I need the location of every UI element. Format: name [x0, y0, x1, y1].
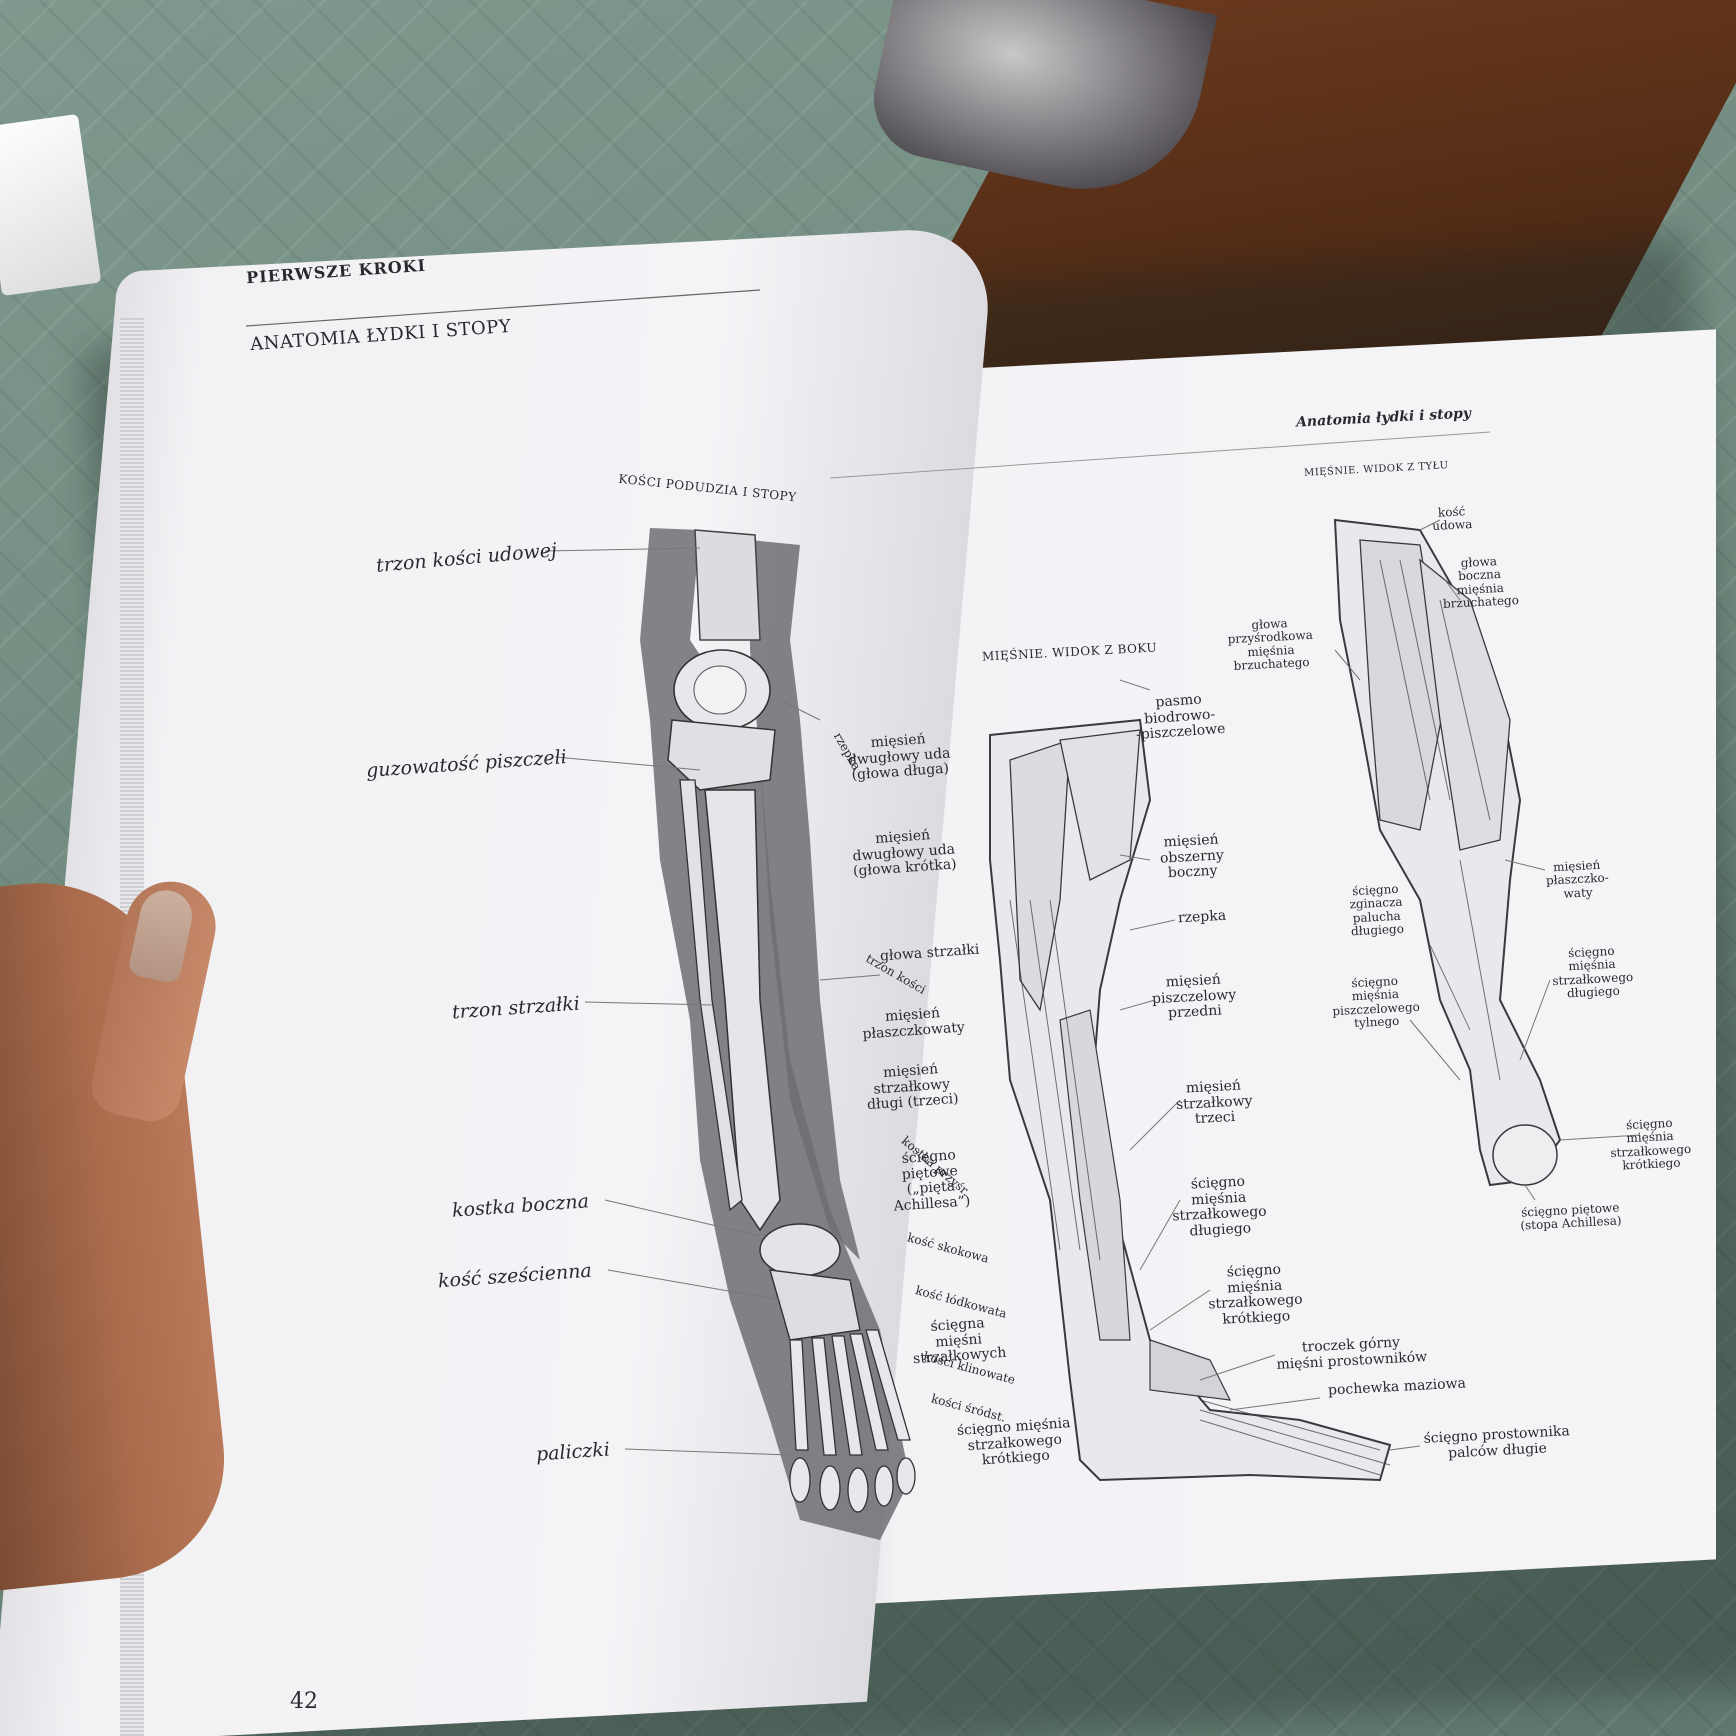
- label-glowa-boczna: głowa boczna mięśnia brzuchatego: [1442, 554, 1520, 612]
- bone-figure: [640, 528, 916, 1540]
- label-obszerny: mięsień obszerny boczny: [1159, 831, 1225, 882]
- label-strzalkowego-dlugiego: ścięgno mięśnia strzałkowego długiego: [1552, 943, 1634, 1001]
- label-strzalkowy-trzeci: mięsień strzałkowy trzeci: [1175, 1077, 1253, 1128]
- label-rzepka-side: rzepka: [1177, 907, 1227, 927]
- label-pietowe-back: ścięgno piętowe (stopa Achillesa): [1520, 1200, 1622, 1234]
- page-number: 42: [290, 1689, 318, 1714]
- label-pasmo: pasmo biodrowo- -piszczelowe: [1135, 691, 1226, 744]
- leader-lines: [544, 519, 1641, 1456]
- back-muscles-figure: [1333, 518, 1562, 1187]
- label-plaszczkowaty-back: mięsień płaszczko- waty: [1545, 857, 1610, 901]
- label-dwuglowy-krotka: mięsień dwugłowy uda (głowa krótka): [852, 827, 958, 880]
- label-strzalkowego-krotkiego: ścięgno mięśnia strzałkowego krótkiego: [1610, 1115, 1692, 1173]
- label-sciegno-strzalkowego: ścięgno mięśnia strzałkowego krótkiego: [956, 1415, 1071, 1469]
- side-muscles-figure: [989, 718, 1392, 1482]
- label-sciegno-dlugiego: ścięgno mięśnia strzałkowego długiego: [1172, 1173, 1268, 1240]
- label-kosc-udowa: kość udowa: [1431, 504, 1473, 534]
- label-strzalkowy-trzeci-left: mięsień strzałkowy długi (trzeci): [866, 1061, 960, 1114]
- label-dwuglowy-dluga: mięsień dwugłowy uda (głowa długa): [847, 731, 951, 784]
- label-glowa-przysrodkowa: głowa przyśrodkowa mięśnia brzuchatego: [1227, 616, 1314, 674]
- label-sciegno-krotkiego: ścięgno mięśnia strzałkowego krótkiego: [1208, 1261, 1304, 1328]
- label-sciegno-pietowe-side: ścięgno piętowe („pięta Achillesa”): [893, 1147, 971, 1215]
- label-zginacz: ścięgno zginacza palucha długiego: [1349, 881, 1405, 939]
- label-piszczelowego: ścięgno mięśnia piszczelowego tylnego: [1332, 973, 1421, 1031]
- label-sciegna-miesni: ścięgna mięśni strzałkowych: [912, 1315, 1007, 1368]
- label-piszczelowy: mięsień piszczelowy przedni: [1151, 971, 1237, 1022]
